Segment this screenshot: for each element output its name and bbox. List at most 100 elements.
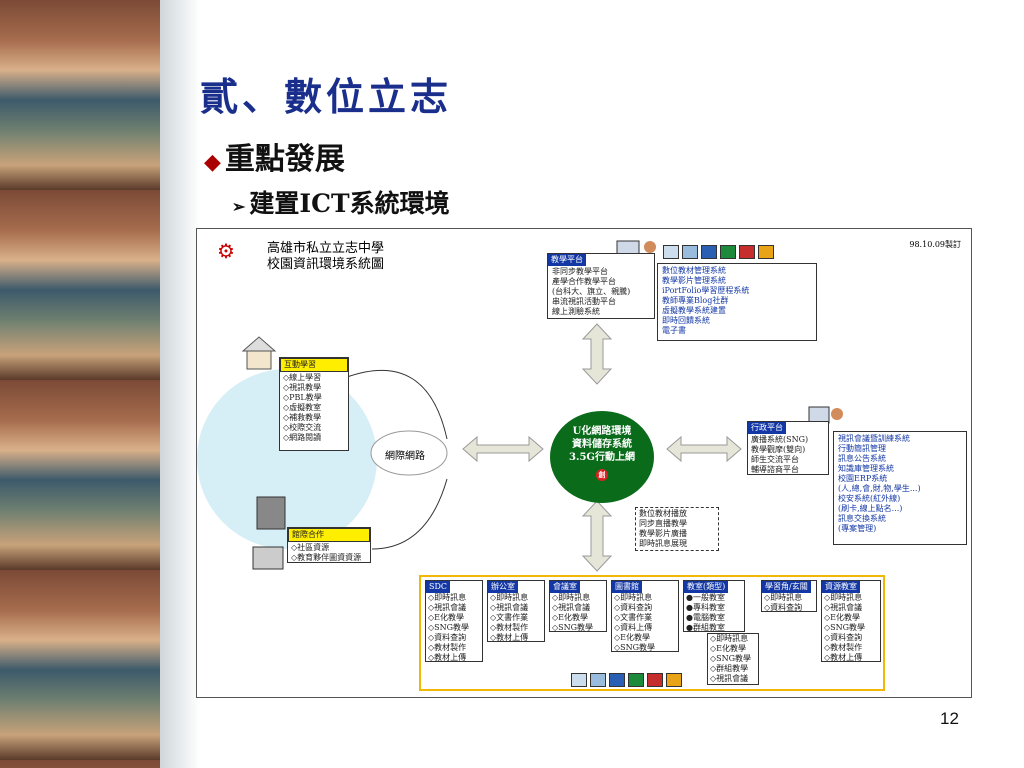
system-diagram: ⚙ 高雄市私立立志中學校園資訊環境系統圖 98.10.09製訂 教學平台 非同步… [196,228,972,698]
list-item: ◇教材製作 [428,643,467,652]
calendar-icon [682,244,698,259]
bottom-box-header: 圖書館 [612,581,642,593]
cd-icon [571,672,587,687]
bottom-locations-panel: SDC◇即時訊息◇視訊會議◇E化教學◇SNG教學◇資料查詢◇教材製作◇教材上傳 … [419,575,885,691]
list-item: ◇社區資源 [291,543,330,552]
list-item: ◇視訊會議 [490,603,529,612]
arrow-vertical-bottom [581,500,613,572]
list-item: 產學合作教學平台 [552,277,616,286]
list-item: ◇E化教學 [824,613,860,622]
teaching-platform-header: 教學平台 [548,254,586,266]
interactive-box: 互動學習 ◇線上學習 ◇視訊教學 ◇PBL教學 ◇虛擬教室 ◇補救教學 ◇校際交… [279,357,349,451]
bottom-box-office: 辦公室◇即時訊息◇視訊會議◇文書作業◇教材製作◇教材上傳 [487,580,545,642]
list-item: ●專科教室 [686,603,725,612]
list-item: 數位教材播放 [639,509,687,518]
school-name: 高雄市私立立志中學校園資訊環境系統圖 [267,241,384,273]
bottom-box-header: 資源教室 [822,581,860,593]
bottom-box-resource-room: 資源教室◇即時訊息◇視訊會議◇E化教學◇SNG教學◇資料查詢◇教材製作◇教材上傳 [821,580,881,662]
arrow-vertical-top [581,323,613,385]
list-item: ◇SNG教學 [614,643,656,652]
curve-arrow-top [346,369,448,440]
bottom-box-sdc: SDC◇即時訊息◇視訊會議◇E化教學◇SNG教學◇資料查詢◇教材製作◇教材上傳 [425,580,483,662]
list-item: ◇資料查詢 [824,633,863,642]
list-item: ◇補救教學 [283,413,322,422]
list-item: ●電腦教室 [686,613,725,622]
center-bottom-box: 數位教材播放 同步直播教學 教學影片廣播 即時訊息展現 [635,507,719,551]
curve-arrow-bottom [371,478,448,550]
list-item: (刷卡,線上點名...) [838,504,903,513]
list-item: 同步直播教學 [639,519,687,528]
list-item: 非同步教學平台 [552,267,608,276]
list-item: 串流視訊活動平台 [552,297,616,306]
school-name-line1: 高雄市私立立志中學 [267,241,385,256]
page-number: 12 [940,709,959,728]
list-item: ◇網路閱讀 [283,433,322,442]
admin-platform-header: 行政平台 [748,422,786,434]
excel-icon [720,244,736,259]
list-item: 線上測驗系統 [552,307,600,316]
bottom-box-header: 教室(類型) [684,581,729,593]
bullet-level1-text: 重點發展 [224,142,345,177]
list-item: ◇校際交流 [283,423,322,432]
center-line2: 資料儲存系統 [572,439,632,450]
user-icon [644,241,656,253]
cloud-shape [370,430,448,476]
list-item: 視訊會議暨訓練系統 [838,434,910,443]
bullet-level2-text: 建置ICT系統環境 [249,189,450,218]
list-item: 廣播系統(SNG) [751,435,809,444]
admin-platform-list: 廣播系統(SNG) 教學觀摩(雙向) 師生交流平台 輔導諮商平台 [748,434,828,476]
building-icon [256,496,286,530]
bottom-box-header: SDC [426,581,451,593]
diamond-bullet-icon: ◆ [204,149,221,175]
list-item: ◇資料查詢 [764,603,803,612]
list-item: 校安系統(紅外線) [838,494,901,503]
list-item: 即時訊息展現 [639,539,687,548]
list-item: ◇E化教學 [552,613,588,622]
list-item: 知識庫管理系統 [838,464,894,473]
list-item: ●一般教室 [686,593,725,602]
partnership-header: 館際合作 [288,528,370,542]
list-item: ◇SNG教學 [824,623,866,632]
list-item: 教學影片管理系統 [662,276,726,285]
bottom-box-classroom: 教室(類型)●一般教室●專科教室●電腦教室●群組教室 [683,580,745,632]
bullet-level1: ◆重點發展 [204,134,345,178]
mural-decoration [0,0,160,768]
list-item: 數位教材管理系統 [662,266,726,275]
center-core-ellipse [550,411,654,503]
center-core-text: U化網路環境 資料儲存系統 3.5G行動上網 創 [552,425,652,481]
paint-icon [758,244,774,259]
list-item: ◇資料查詢 [614,603,653,612]
center-line1: U化網路環境 [572,426,632,437]
teaching-platform-box: 教學平台 非同步教學平台 產學合作教學平台 (台科大、旗立、親騰) 串流視訊活動… [547,253,655,319]
bottom-box-header: 學習角/玄關 [762,581,811,593]
list-item: 虛擬教學系統建置 [662,306,726,315]
library-icon [252,546,284,570]
list-item: ◇教材製作 [490,623,529,632]
list-item: ◇E化教學 [710,644,746,653]
list-item: ◇即時訊息 [428,593,467,602]
list-item: (台科大、旗立、親騰) [552,287,631,296]
admin-platform-box: 行政平台 廣播系統(SNG) 教學觀摩(雙向) 師生交流平台 輔導諮商平台 [747,421,829,475]
list-item: 教學影片廣播 [639,529,687,538]
list-item: ◇資料上傳 [614,623,653,632]
list-item: ◇教材製作 [824,643,863,652]
calendar-icon [590,672,606,687]
list-item: 電子書 [662,326,686,335]
house-roof-icon [241,336,277,352]
list-item: ●群組教室 [686,623,725,632]
list-item: ◇視訊會議 [428,603,467,612]
admin-user-icon [831,408,843,420]
cd-icon [663,244,679,259]
bottom-box-header: 辦公室 [488,581,518,593]
teaching-platform-list: 非同步教學平台 產學合作教學平台 (台科大、旗立、親騰) 串流視訊活動平台 線上… [548,266,654,318]
teaching-icons [663,241,777,260]
word-icon [609,672,625,687]
internet-label: 網際網路 [385,451,425,462]
list-item: ◇視訊會議 [552,603,591,612]
list-item: ◇群組教學 [710,664,749,673]
list-item: ◇教育夥伴圖資資源 [291,553,362,562]
list-item: 教學觀摩(雙向) [751,445,806,454]
interactive-list: ◇線上學習 ◇視訊教學 ◇PBL教學 ◇虛擬教室 ◇補救教學 ◇校際交流 ◇網路… [280,372,348,444]
list-item: ◇即時訊息 [710,634,749,643]
list-item: ◇E化教學 [614,633,650,642]
